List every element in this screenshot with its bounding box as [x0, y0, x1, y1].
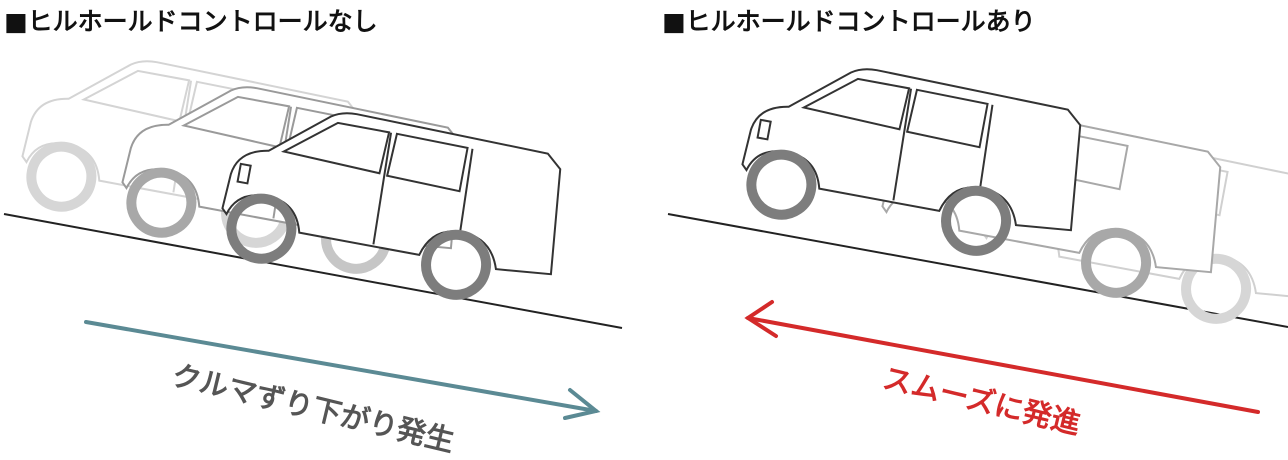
heading-without-hill-hold: ■ヒルホールドコントロールなし	[4, 7, 378, 36]
ground-slope-line	[3, 213, 623, 329]
heading-with-hill-hold: ■ヒルホールドコントロールあり	[662, 7, 1036, 36]
slope-scene-left	[3, 60, 623, 420]
panel-with-hill-hold: ■ヒルホールドコントロールあり	[644, 0, 1288, 441]
slope-scene-right	[667, 68, 1288, 414]
car-sliding-down	[221, 112, 562, 300]
downhill-arrow	[84, 320, 601, 420]
car-starting-smoothly	[741, 68, 1082, 256]
uphill-arrow	[744, 300, 1260, 414]
panel-without-hill-hold: ■ヒルホールドコントロールなし	[0, 0, 644, 458]
ground-slope-line	[667, 213, 1288, 328]
